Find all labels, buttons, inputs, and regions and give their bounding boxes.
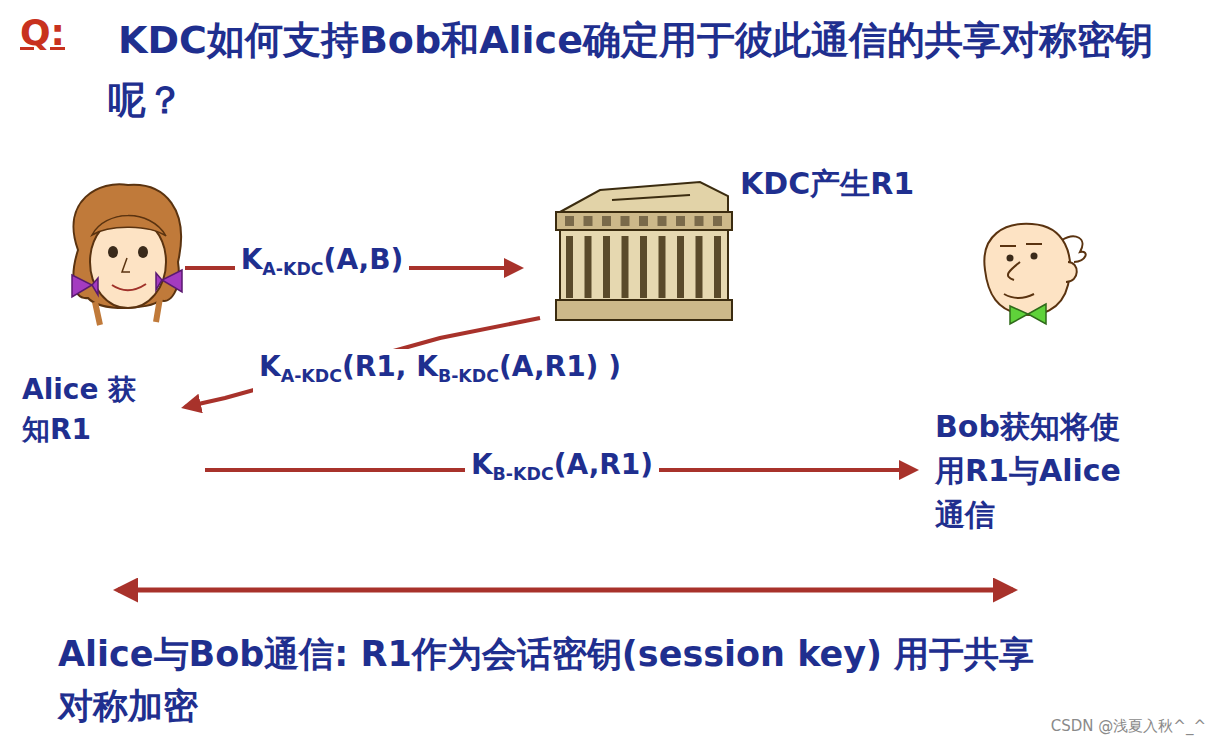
node-label: Bob获知将使用R1与Alice通信 [935, 405, 1140, 537]
column [714, 236, 721, 298]
column [659, 236, 666, 298]
column [696, 236, 703, 298]
window [676, 216, 685, 226]
alice-figure [72, 184, 182, 325]
arrow-connector [118, 588, 1013, 593]
column [585, 236, 592, 298]
edge-label: KA-KDC(A,B) [235, 242, 410, 287]
node-label: Alice 获知R1 [22, 370, 162, 450]
question-mark: Q: [20, 12, 65, 53]
note: Alice与Bob通信: R1作为会话密钥(session key) 用于共享对… [58, 628, 1068, 732]
column [677, 236, 684, 298]
column [640, 236, 647, 298]
window [584, 216, 593, 226]
bob-figure [984, 224, 1085, 324]
edge-label: KB-KDC(A,R1) [465, 447, 659, 492]
bob-node: Bob获知将使用R1与Alice通信 [925, 215, 1145, 545]
kdc-node: KDC产生R1 [550, 160, 960, 325]
kdc-building [556, 182, 732, 320]
window [658, 216, 667, 226]
watermark: CSDN @浅夏入秋^_^ [1051, 717, 1206, 736]
column [566, 236, 573, 298]
window [713, 216, 722, 226]
column [622, 236, 629, 298]
window [565, 216, 574, 226]
title: KDC如何支持Bob和Alice确定用于彼此通信的共享对称密钥呢？ [108, 10, 1203, 130]
window [639, 216, 648, 226]
window [695, 216, 704, 226]
node-label: KDC产生R1 [740, 164, 955, 204]
window [602, 216, 611, 226]
column [603, 236, 610, 298]
alice-node: Alice 获知R1 [18, 185, 183, 475]
edge-label: KA-KDC(R1, KB-KDC(A,R1) ) [253, 349, 627, 394]
window [621, 216, 630, 226]
